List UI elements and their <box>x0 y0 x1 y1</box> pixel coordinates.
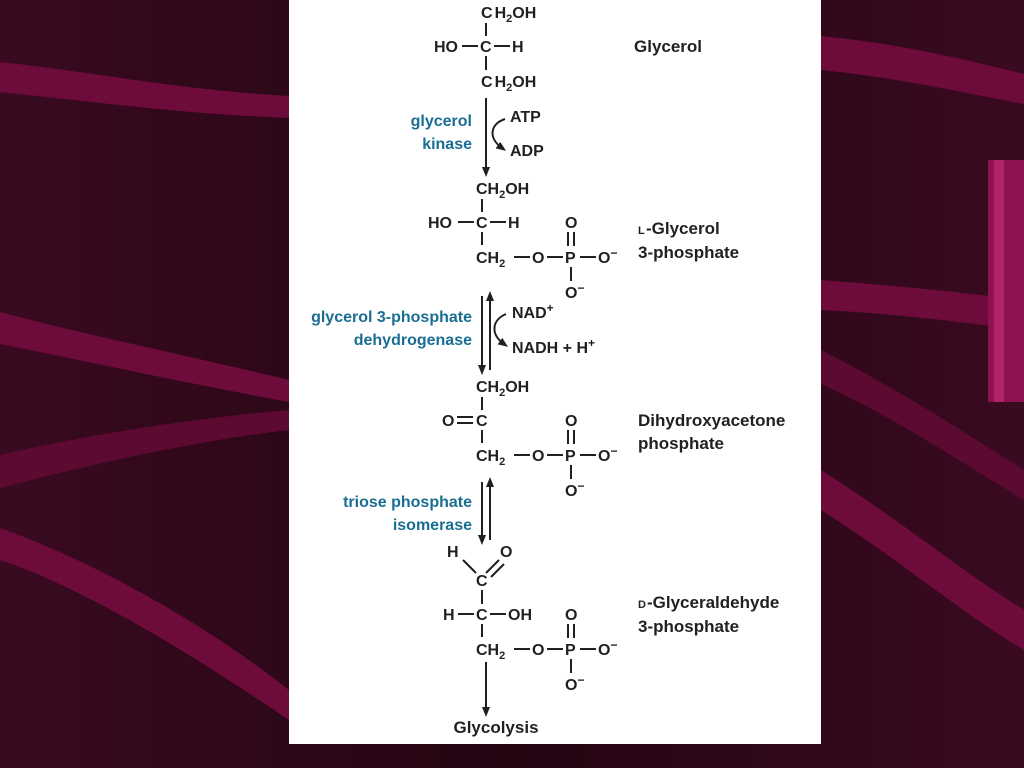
cofactor-curve-arrow <box>493 313 509 347</box>
ribbon-left-1 <box>0 62 289 118</box>
enzyme-label-line1: glycerol 3-phosphate <box>311 309 472 326</box>
glycolysis-label: Glycolysis <box>453 718 538 737</box>
ribbon-right-3 <box>821 350 1024 500</box>
glycerol-h: H <box>512 39 524 56</box>
g3p-phosphoryl-oxygen: O <box>565 215 577 232</box>
ribbon-right-4 <box>821 470 1024 650</box>
adp-label: ADP <box>510 143 544 160</box>
dhap-ch2: CH2 <box>476 448 505 468</box>
dhap-top-group: CH2OH <box>476 379 529 399</box>
g3p-label-prefix: L <box>638 225 645 237</box>
diagram-panel <box>289 0 821 744</box>
g3p-label-line1: -Glycerol <box>646 219 720 238</box>
step-triose-phosphate-isomerase: triose phosphate isomerase <box>343 477 494 545</box>
glycerol-center-carbon: C <box>480 39 492 56</box>
gap-aldehyde-carbon: C <box>476 573 488 590</box>
g3p-oxygen-anion-bottom: O− <box>565 281 584 302</box>
dhap-oxygen-anion-bottom: O− <box>565 479 584 500</box>
g3p-ho: HO <box>428 215 452 232</box>
ribbon-right-2 <box>821 280 1024 330</box>
ribbon-right-1 <box>821 36 1024 104</box>
gap-bridge-oxygen: O <box>532 642 544 659</box>
gap-label-prefix: D <box>638 599 646 611</box>
gap-phosphorus: P <box>565 642 576 659</box>
ribbon-left-3 <box>0 410 289 488</box>
ribbon-left-2 <box>0 312 289 402</box>
enzyme-label-line1: glycerol <box>411 113 472 130</box>
dhap-carbonyl-oxygen: O <box>442 413 454 430</box>
dihydroxyacetone-phosphate-structure: CH2OH O C CH2 O P O O− O− <box>442 379 617 500</box>
right-bar-highlight <box>994 160 1004 402</box>
glycerol-3-phosphate-structure: CH2OH HO C H CH2 O P O O− O− <box>428 181 617 302</box>
gap-h: H <box>443 607 455 624</box>
gap-center-carbon: C <box>476 607 488 624</box>
dhap-label-line1: Dihydroxyacetone <box>638 411 785 430</box>
dhap-bridge-oxygen: O <box>532 448 544 465</box>
enzyme-label-line2: kinase <box>422 136 472 153</box>
step-glycerol-3-phosphate-dehydrogenase: NAD+ NADH + H+ glycerol 3-phosphate dehy… <box>311 291 595 375</box>
cofactor-curve-arrow <box>491 118 507 151</box>
bond <box>485 559 500 574</box>
glyceraldehyde-3-phosphate-structure: H O C H C OH CH2 O P O O− O− <box>443 544 617 694</box>
enzyme-label-line2: dehydrogenase <box>354 332 472 349</box>
gap-oh: OH <box>508 607 532 624</box>
g3p-top-group: CH2OH <box>476 181 529 201</box>
g3p-phosphorus: P <box>565 250 576 267</box>
gap-aldehyde-h: H <box>447 544 459 561</box>
g3p-bridge-oxygen: O <box>532 250 544 267</box>
nad-label: NAD+ <box>512 301 554 322</box>
dhap-phosphoryl-oxygen: O <box>565 413 577 430</box>
dhap-oxygen-anion-right: O− <box>598 444 617 465</box>
dhap-center-carbon: C <box>476 413 488 430</box>
g3p-oxygen-anion-right: O− <box>598 246 617 267</box>
dhap-phosphorus: P <box>565 448 576 465</box>
g3p-label-line2: 3-phosphate <box>638 243 739 262</box>
glycerol-ho: HO <box>434 39 458 56</box>
enzyme-label-line2: isomerase <box>393 517 472 534</box>
g3p-h: H <box>508 215 520 232</box>
glycerol-label: Glycerol <box>634 37 702 56</box>
dhap-label-line2: phosphate <box>638 434 724 453</box>
g3p-center-carbon: C <box>476 215 488 232</box>
gap-label-line2: 3-phosphate <box>638 617 739 636</box>
g3p-ch2: CH2 <box>476 250 505 270</box>
gap-aldehyde-oxygen: O <box>500 544 512 561</box>
gap-ch2: CH2 <box>476 642 505 662</box>
enzyme-label-line1: triose phosphate <box>343 494 472 511</box>
atp-label: ATP <box>510 109 541 126</box>
gap-oxygen-anion-bottom: O− <box>565 673 584 694</box>
ribbon-left-4 <box>0 528 289 720</box>
step-glycerol-kinase: ATP ADP glycerol kinase <box>411 98 544 177</box>
nadh-label: NADH + H+ <box>512 336 595 357</box>
bond <box>490 563 505 578</box>
gap-label-line1: -Glyceraldehyde <box>647 593 779 612</box>
bond <box>462 559 477 574</box>
gap-oxygen-anion-right: O− <box>598 638 617 659</box>
gap-phosphoryl-oxygen: O <box>565 607 577 624</box>
